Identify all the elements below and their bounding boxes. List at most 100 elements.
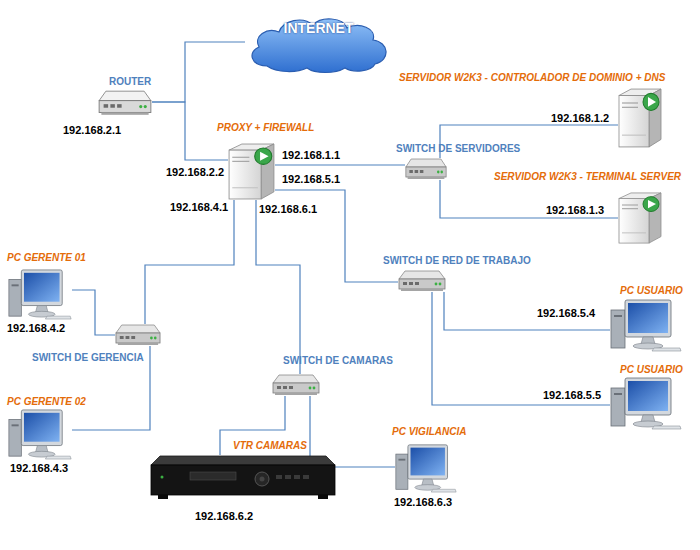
pc-shape	[652, 426, 681, 429]
network-cable	[152, 102, 228, 160]
server-shape	[622, 102, 638, 103]
firewall-device: PROXY + FIREWALL192.168.2.2192.168.1.119…	[228, 143, 275, 200]
pc-device: PC GERENTE 01192.168.4.2	[8, 268, 72, 320]
ip-address: 192.168.1.3	[546, 204, 604, 216]
pc-shape	[408, 445, 448, 479]
switch-shape	[441, 171, 443, 174]
device-label: PC GERENTE 01	[7, 252, 86, 263]
pc-shape	[12, 424, 19, 426]
switch-icon	[115, 324, 161, 346]
switch-shape	[415, 282, 419, 285]
switch-shape	[154, 337, 157, 340]
pc-device: PC USUARIO192.168.5.4	[610, 298, 682, 352]
switch-shape	[406, 167, 446, 177]
pc-shape	[21, 410, 62, 446]
switch-shape	[415, 170, 419, 173]
network-cable	[152, 42, 245, 102]
pc-icon	[395, 443, 457, 493]
switch-icon	[272, 374, 320, 396]
switch-shape	[406, 159, 446, 167]
vtr-shape	[276, 475, 282, 479]
internet-cloud: INTERNET	[245, 14, 392, 74]
device-label: PC USUARIO	[620, 364, 683, 375]
server-shape	[648, 97, 656, 107]
device-label: PROXY + FIREWALL	[217, 122, 314, 133]
ip-address: 192.168.4.3	[10, 462, 68, 474]
pc-shape	[614, 315, 622, 317]
device-label: ROUTER	[109, 76, 151, 87]
switch-shape	[439, 283, 442, 286]
ip-address: 192.168.2.2	[166, 166, 224, 178]
server-icon	[618, 88, 662, 148]
vtr-shape	[260, 477, 265, 482]
ip-address: 192.168.5.1	[282, 173, 340, 185]
switch-device: SWITCH DE CAMARAS	[272, 374, 320, 396]
pc-shape	[21, 270, 62, 306]
pc-shape	[45, 316, 71, 319]
switch-shape	[420, 170, 424, 173]
device-label: SWITCH DE GERENCIA	[32, 352, 144, 363]
switch-shape	[437, 171, 439, 174]
network-cable	[256, 200, 300, 374]
server-shape	[232, 157, 249, 158]
network-cable	[275, 164, 405, 165]
device-label: SWITCH DE RED DE TRABAJO	[383, 255, 531, 266]
switch-shape	[120, 336, 124, 339]
vtr-shape	[158, 495, 168, 499]
ip-address: 192.168.5.4	[537, 307, 595, 319]
vtr-shape	[255, 472, 269, 486]
pc-device: PC GERENTE 02192.168.4.3	[8, 408, 72, 460]
switch-shape	[116, 333, 160, 343]
ip-address: 192.168.6.2	[195, 510, 253, 522]
device-label: SERVIDOR W2K3 - CONTROLADOR DE DOMINIO +…	[399, 72, 665, 83]
switch-shape	[313, 387, 316, 390]
router-shape	[144, 105, 147, 108]
ip-address: 192.168.1.2	[551, 112, 609, 124]
ip-address: 192.168.4.2	[7, 322, 65, 334]
device-label: SERVIDOR W2K3 - TERMINAL SERVER	[494, 171, 681, 182]
pc-shape	[12, 284, 19, 286]
pc-shape	[652, 348, 681, 351]
router-shape	[139, 105, 142, 108]
server-icon	[618, 192, 662, 244]
vtr-shape	[161, 476, 164, 479]
device-label: PC VIGILANCIA	[392, 426, 466, 437]
switch-icon	[398, 270, 446, 292]
switch-shape	[409, 282, 413, 285]
router-shape	[104, 104, 109, 108]
device-label: SWITCH DE SERVIDORES	[396, 143, 520, 154]
device-label: INTERNET	[245, 20, 392, 36]
server-shape	[622, 208, 638, 209]
pc-icon	[8, 408, 72, 460]
pc-shape	[24, 413, 60, 442]
ip-address: 192.168.1.1	[282, 149, 340, 161]
server-device: SERVIDOR W2K3 - TERMINAL SERVER192.168.1…	[618, 192, 662, 244]
pc-shape	[411, 448, 445, 476]
server-shape	[622, 107, 638, 108]
switch-shape	[409, 170, 413, 173]
server-shape	[643, 197, 659, 212]
switch-shape	[283, 386, 287, 389]
server-shape	[622, 232, 646, 233]
pc-shape	[398, 459, 405, 461]
switch-shape	[277, 386, 281, 389]
server-shape	[232, 161, 249, 162]
pc-shape	[431, 489, 456, 492]
vtr-shape	[190, 472, 236, 480]
server-shape	[232, 187, 258, 188]
server-shape	[643, 93, 659, 110]
vtr-shape	[303, 475, 309, 479]
router-shape	[117, 104, 122, 108]
router-shape	[99, 91, 151, 100]
vtr-shape	[151, 465, 335, 495]
ip-address: 192.168.2.1	[63, 124, 121, 136]
switch-device: SWITCH DE RED DE TRABAJO	[398, 270, 446, 292]
device-label: SWITCH DE CAMARAS	[283, 355, 393, 366]
switch-shape	[403, 282, 407, 285]
switch-device: SWITCH DE GERENCIA	[115, 324, 161, 346]
pc-device: PC VIGILANCIA192.168.6.3	[395, 443, 457, 493]
switch-shape	[408, 177, 445, 179]
pc-shape	[611, 388, 625, 426]
pc-shape	[396, 454, 408, 489]
